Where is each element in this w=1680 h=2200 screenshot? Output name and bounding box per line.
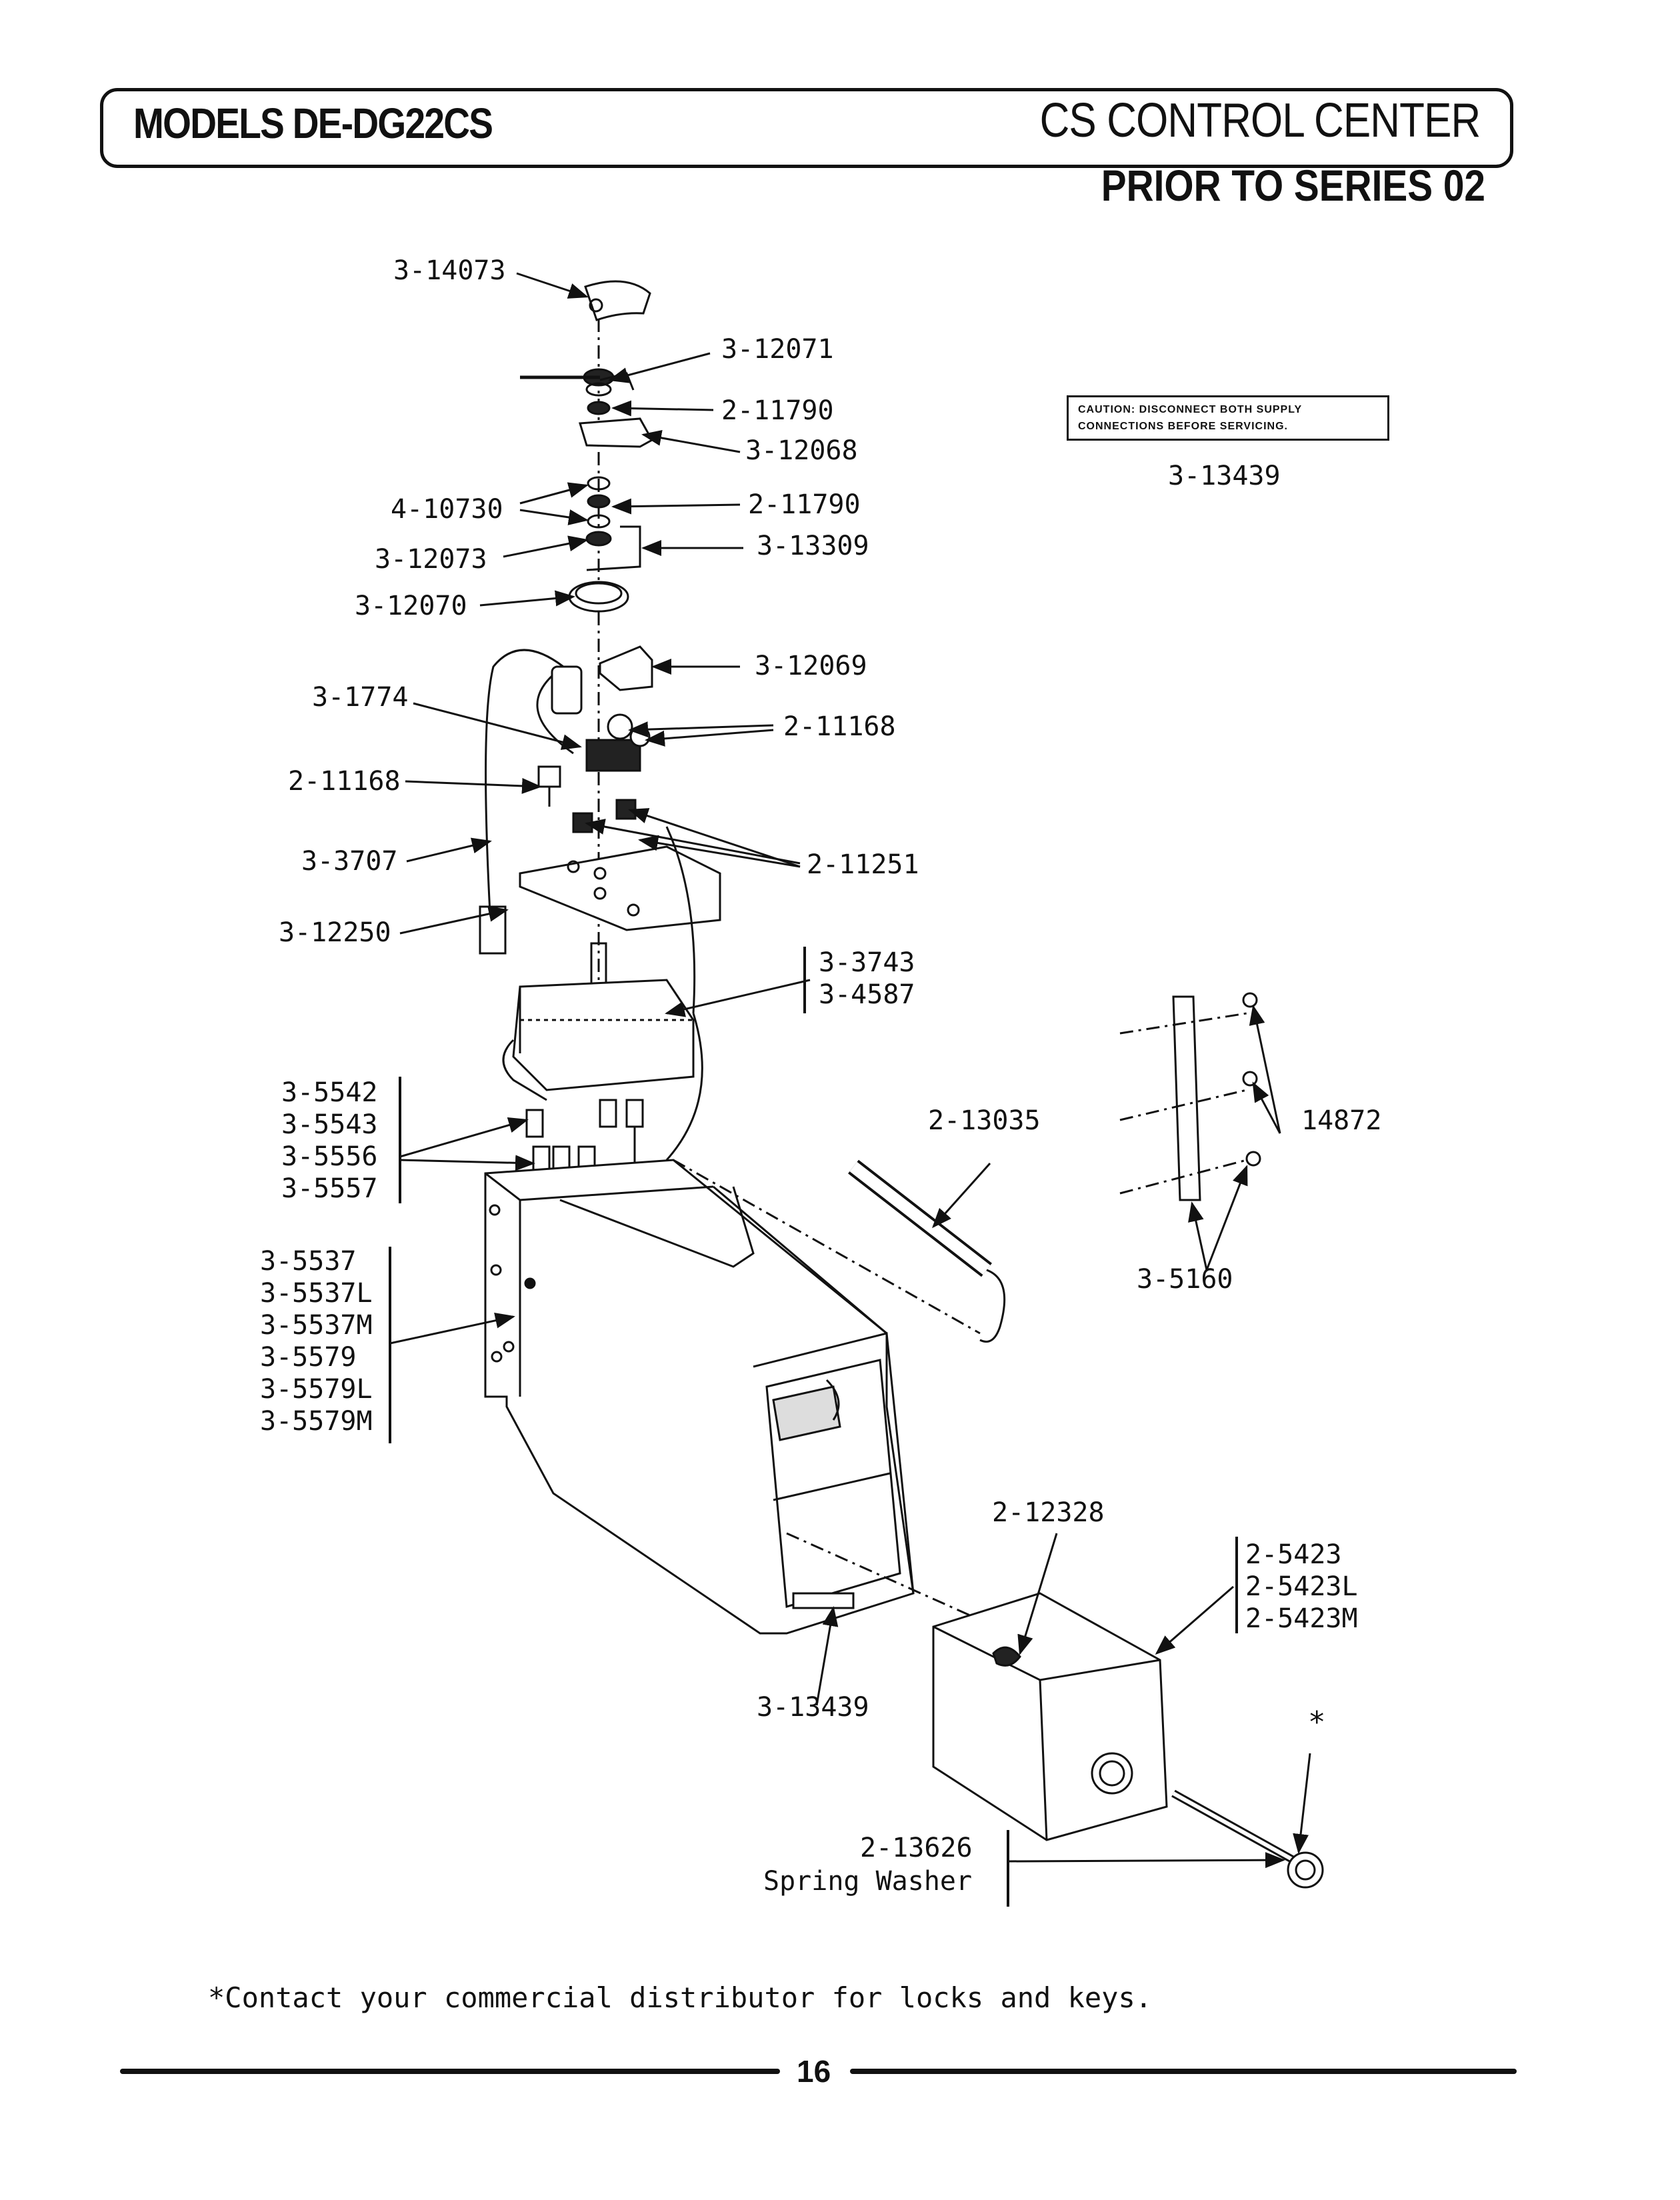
- part-label: 3-3743: [819, 947, 915, 978]
- part-label: 3-12070: [355, 591, 467, 621]
- asterisk-marker: *: [1308, 1705, 1326, 1739]
- part-label: 2-12328: [992, 1497, 1105, 1528]
- part-label: 3-14073: [393, 255, 506, 286]
- series-subtitle: PRIOR TO SERIES 02: [1101, 161, 1485, 210]
- footer-rule-right: [850, 2069, 1517, 2074]
- part-label: 3-13309: [757, 531, 869, 561]
- part-label: 3-5537L: [260, 1278, 373, 1309]
- part-label: 2-11790: [721, 395, 834, 426]
- part-label: 3-5579L: [260, 1374, 373, 1405]
- footnote: *Contact your commercial distributor for…: [208, 1981, 1153, 2014]
- models-title: MODELS DE-DG22CS: [133, 99, 493, 147]
- caution-line-1: CAUTION: DISCONNECT BOTH SUPPLY: [1078, 404, 1303, 415]
- part-label: 4-10730: [391, 494, 503, 525]
- part-label: 3-5537: [260, 1246, 357, 1277]
- part-label: 2-5423L: [1245, 1571, 1358, 1602]
- part-label: 3-13439: [757, 1692, 869, 1723]
- section-title: CS CONTROL CENTER: [1039, 94, 1481, 147]
- part-label: 2-11251: [807, 849, 919, 880]
- part-label: 2-11168: [288, 766, 401, 797]
- part-label: 14872: [1301, 1105, 1382, 1136]
- caution-label: CAUTION: DISCONNECT BOTH SUPPLY CONNECTI…: [1067, 395, 1389, 441]
- part-label: 3-12071: [721, 334, 834, 365]
- part-label: 2-11790: [748, 489, 861, 520]
- part-label: 3-5542: [281, 1077, 378, 1108]
- caution-part-number: 3-13439: [1168, 461, 1281, 491]
- caution-line-2: CONNECTIONS BEFORE SERVICING.: [1078, 421, 1288, 432]
- part-label: 2-13035: [928, 1105, 1041, 1136]
- footer-rule-left: [120, 2069, 780, 2074]
- part-label: 3-3707: [301, 846, 398, 877]
- part-label: 3-5556: [281, 1141, 378, 1172]
- page-number: 16: [797, 2054, 831, 2089]
- part-label: 3-5557: [281, 1173, 378, 1204]
- part-label: 3-5537M: [260, 1310, 373, 1341]
- part-label: 2-11168: [783, 711, 896, 742]
- part-label: 3-5579: [260, 1342, 357, 1373]
- part-label: 3-12069: [755, 651, 867, 681]
- part-label: 3-5543: [281, 1109, 378, 1140]
- part-label: 2-5423: [1245, 1539, 1342, 1570]
- part-label: 3-12073: [375, 544, 487, 575]
- part-label: 3-1774: [312, 682, 409, 713]
- part-label: 2-13626: [860, 1833, 973, 1863]
- part-label: 3-12068: [745, 435, 858, 466]
- part-label: 2-5423M: [1245, 1603, 1358, 1634]
- part-label: Spring Washer: [763, 1866, 973, 1897]
- part-label: 3-12250: [279, 917, 391, 948]
- part-label: 3-5160: [1137, 1264, 1233, 1295]
- part-label: 3-5579M: [260, 1406, 373, 1437]
- part-label: 3-4587: [819, 979, 915, 1010]
- header-frame: [100, 88, 1513, 168]
